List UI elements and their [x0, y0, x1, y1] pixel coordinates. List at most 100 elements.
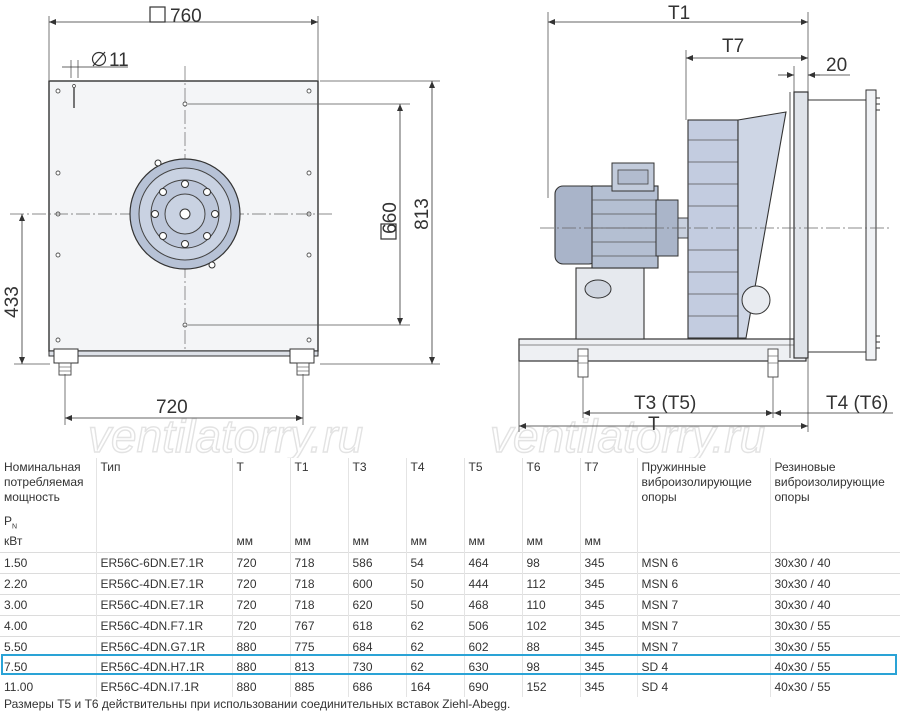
cell-spring-mount: SD 4: [637, 657, 771, 677]
cell-t3: 586: [348, 552, 407, 574]
cell-t1: 813: [290, 657, 349, 677]
t7-label: T7: [722, 36, 744, 57]
cell-t: 880: [232, 657, 291, 677]
cell-spring-mount: MSN 7: [637, 615, 771, 637]
cell-t4: 62: [406, 636, 465, 657]
t1-label: T1: [668, 3, 690, 24]
cell-t6: 112: [522, 573, 581, 595]
cell-power: 3.00: [0, 594, 97, 616]
cell-type: ER56C-6DN.E7.1R: [96, 552, 233, 574]
cell-t7: 345: [580, 636, 638, 657]
axis-height-label: 433: [2, 286, 23, 318]
cell-power: 4.00: [0, 615, 97, 637]
cell-type: ER56C-4DN.I7.1R: [96, 677, 233, 697]
cell-t7: 345: [580, 573, 638, 595]
cell-type: ER56C-4DN.E7.1R: [96, 594, 233, 616]
cell-t5: 630: [464, 657, 523, 677]
dim20-label: 20: [826, 55, 847, 76]
cell-t6: 102: [522, 615, 581, 637]
cell-t1: 718: [290, 552, 349, 574]
cell-t3: 684: [348, 636, 407, 657]
cell-t1: 767: [290, 615, 349, 637]
cell-power: 2.20: [0, 573, 97, 595]
cell-t7: 345: [580, 552, 638, 574]
dimensions-table: Номинальная потребляемая мощность PN кВт…: [0, 458, 900, 697]
cell-rubber-mount: 30x30 / 40: [770, 552, 900, 574]
cell-t6: 88: [522, 636, 581, 657]
cell-t5: 444: [464, 573, 523, 595]
cell-type: ER56C-4DN.G7.1R: [96, 636, 233, 657]
cell-t4: 50: [406, 594, 465, 616]
cell-t4: 164: [406, 677, 465, 697]
width-label: 760: [170, 6, 202, 27]
cell-t6: 98: [522, 657, 581, 677]
cell-rubber-mount: 40x30 / 55: [774, 660, 831, 674]
cell-t5: 468: [464, 594, 523, 616]
cell-t5: 690: [464, 677, 523, 697]
cell-rubber-mount: 30x30 / 40: [770, 573, 900, 595]
table-header-row: Номинальная потребляемая мощность PN кВт…: [0, 458, 900, 553]
cell-t4: 50: [406, 573, 465, 595]
selected-row-highlight: [1, 654, 897, 675]
cell-t6: 152: [522, 677, 581, 697]
footnote: Размеры T5 и T6 действительны при исполь…: [4, 697, 511, 711]
cell-rubber-mount: 30x30 / 40: [770, 594, 900, 616]
base-width-label: 720: [156, 397, 188, 418]
cell-t7: 345: [580, 677, 638, 697]
cell-t1: 885: [290, 677, 349, 697]
cell-t4: 54: [406, 552, 465, 574]
header-power: Номинальная потребляемая мощность PN кВт: [0, 458, 97, 553]
cell-t7: 345: [580, 615, 638, 637]
cell-t5: 506: [464, 615, 523, 637]
height-label: 813: [412, 198, 433, 230]
cell-t1: 775: [290, 636, 349, 657]
cell-t3: 686: [348, 677, 407, 697]
cell-spring-mount: MSN 7: [637, 636, 771, 657]
cell-t7: 345: [580, 594, 638, 616]
cell-t6: 110: [522, 594, 581, 616]
cell-power: 1.50: [0, 552, 97, 574]
cell-t4: 62: [406, 657, 465, 677]
cell-power: 7.50: [0, 657, 97, 677]
watermark-left: ventilatorry.ru: [88, 410, 363, 458]
cell-t: 720: [232, 552, 291, 574]
cell-t: 880: [232, 677, 291, 697]
cell-spring-mount: SD 4: [637, 677, 771, 697]
cell-t3: 620: [348, 594, 407, 616]
cell-t: 880: [232, 636, 291, 657]
cell-rubber-mount: 40x30 / 55: [774, 680, 831, 694]
header-rubber-mounts: Резиновые виброизолирующие опоры: [774, 460, 885, 504]
cell-spring-mount: MSN 6: [637, 552, 771, 574]
inner-size-label: 660: [380, 202, 401, 234]
cell-type: ER56C-4DN.H7.1R: [96, 657, 233, 677]
cell-type: ER56C-4DN.E7.1R: [96, 573, 233, 595]
cell-t5: 602: [464, 636, 523, 657]
t-label: T: [648, 414, 660, 435]
watermark-right: ventilatorry.ru: [490, 410, 765, 458]
cell-t3: 600: [348, 573, 407, 595]
cell-power: 5.50: [0, 636, 97, 657]
cell-rubber-mount: 30x30 / 55: [770, 615, 900, 637]
cell-spring-mount: MSN 7: [637, 594, 771, 616]
cell-t6: 98: [522, 552, 581, 574]
t4t6-label: T4 (T6): [826, 393, 888, 414]
cell-spring-mount: MSN 6: [637, 573, 771, 595]
cell-rubber-mount: 30x30 / 55: [770, 636, 900, 657]
cell-t3: 618: [348, 615, 407, 637]
t3t5-label: T3 (T5): [634, 393, 696, 414]
cell-t1: 718: [290, 594, 349, 616]
dimension-drawings: ventilatorry.ru ventilatorry.ru 760 11: [2, 3, 893, 458]
